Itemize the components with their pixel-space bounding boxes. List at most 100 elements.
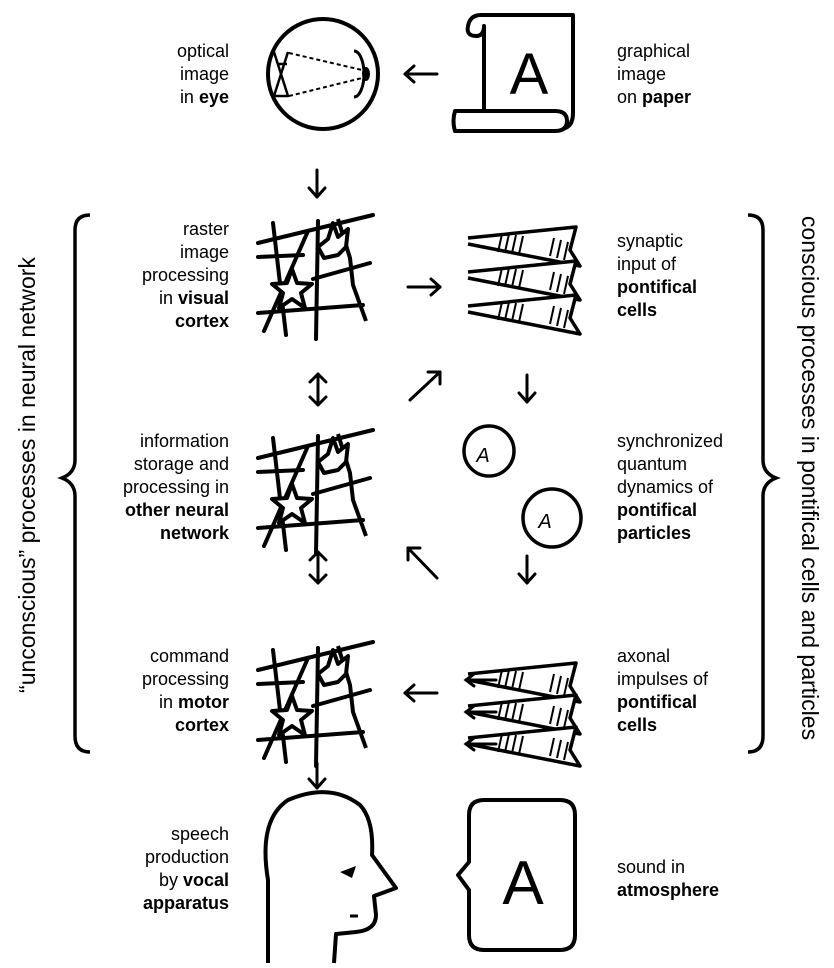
label-line: command [142, 645, 229, 668]
label-line: pontifical [617, 276, 697, 299]
arrow-visual-other [308, 372, 328, 407]
label-text: image [179, 64, 229, 84]
head-profile-icon [263, 790, 398, 964]
label-text: dynamics of [617, 477, 714, 497]
arrow-quantum-to-axonal [517, 554, 537, 585]
label-line: sound in [617, 856, 719, 879]
arrow-eye-to-cortex [307, 168, 327, 199]
label-prefix: in [158, 288, 178, 308]
label-line: synaptic [617, 230, 697, 253]
label-bold: vocal [182, 870, 229, 890]
label-bold: pontifical [617, 500, 697, 520]
label-text: storage and [133, 454, 229, 474]
quantum-particles-icon: A A [462, 424, 583, 549]
label-other-network: information storage and processing in other… [123, 430, 229, 545]
label-text: quantum [617, 454, 688, 474]
label-bold: atmosphere [617, 880, 720, 900]
label-prefix: by [158, 870, 183, 890]
label-line: apparatus [143, 892, 229, 915]
label-text: synchronized [617, 431, 724, 451]
label-line: on paper [617, 86, 691, 109]
label-line: processing [142, 668, 229, 691]
arrow-other-motor [308, 550, 328, 585]
synaptic-cells-icon [466, 225, 582, 336]
label-bold: pontifical [617, 692, 697, 712]
arrow-other-to-synaptic [408, 370, 442, 402]
label-bold: cortex [174, 715, 229, 735]
label-line: pontifical [617, 499, 723, 522]
label-line: network [123, 522, 229, 545]
label-bold: cells [617, 715, 658, 735]
label-text: processing in [122, 477, 229, 497]
label-text: speech [170, 824, 229, 844]
label-line: image [142, 241, 229, 264]
sound-glyph: A [502, 849, 544, 918]
label-text: synaptic [617, 231, 684, 251]
label-bold: other neural [124, 500, 229, 520]
label-line: graphical [617, 40, 691, 63]
speech-bubble-icon: A [456, 798, 577, 952]
paper-scroll-icon: A [451, 13, 575, 133]
label-line: quantum [617, 453, 723, 476]
label-line: speech [143, 823, 229, 846]
label-line: axonal [617, 645, 708, 668]
label-line: processing [142, 264, 229, 287]
label-bold: cells [617, 300, 658, 320]
label-text: image [617, 64, 667, 84]
label-text: processing [141, 669, 229, 689]
arrow-axonal-to-other [406, 546, 439, 580]
label-line: synchronized [617, 430, 723, 453]
visual-cortex-network-icon [256, 213, 375, 341]
label-text: command [149, 646, 229, 666]
label-line: information [123, 430, 229, 453]
right-brace [747, 213, 781, 754]
label-bold: paper [642, 87, 692, 107]
svg-text:A: A [537, 511, 551, 533]
label-line: particles [617, 522, 723, 545]
label-text: raster [182, 219, 229, 239]
label-line: cortex [142, 310, 229, 333]
label-bold: particles [617, 523, 692, 543]
arrow-cortex-to-synaptic [406, 277, 442, 297]
label-line: other neural [123, 499, 229, 522]
label-bold: network [159, 523, 229, 543]
arrow-axonal-to-motor [403, 683, 439, 703]
label-text: axonal [617, 646, 671, 666]
arrow-paper-to-eye [403, 64, 439, 84]
label-text: graphical [617, 41, 691, 61]
label-bold: motor [178, 692, 229, 712]
label-line: pontifical [617, 691, 708, 714]
motor-cortex-network-icon [256, 640, 375, 768]
label-line: by vocal [143, 869, 229, 892]
label-line: in eye [177, 86, 229, 109]
label-line: storage and [123, 453, 229, 476]
label-line: raster [142, 218, 229, 241]
label-prefix: on [617, 87, 643, 107]
label-bold: apparatus [142, 893, 229, 913]
axonal-cells-icon [463, 661, 582, 768]
label-text: information [139, 431, 229, 451]
label-text: optical [176, 41, 229, 61]
label-line: impulses of [617, 668, 708, 691]
label-bold: visual [177, 288, 229, 308]
label-line: in motor [142, 691, 229, 714]
label-line: image [177, 63, 229, 86]
label-text: input of [617, 254, 677, 274]
label-line: cells [617, 299, 697, 322]
arrow-synaptic-to-quantum [517, 373, 537, 404]
label-line: production [143, 846, 229, 869]
label-bold: cortex [174, 311, 229, 331]
label-line: optical [177, 40, 229, 63]
label-text: image [179, 242, 229, 262]
label-line: cells [617, 714, 708, 737]
label-line: cortex [142, 714, 229, 737]
label-line: in visual [142, 287, 229, 310]
